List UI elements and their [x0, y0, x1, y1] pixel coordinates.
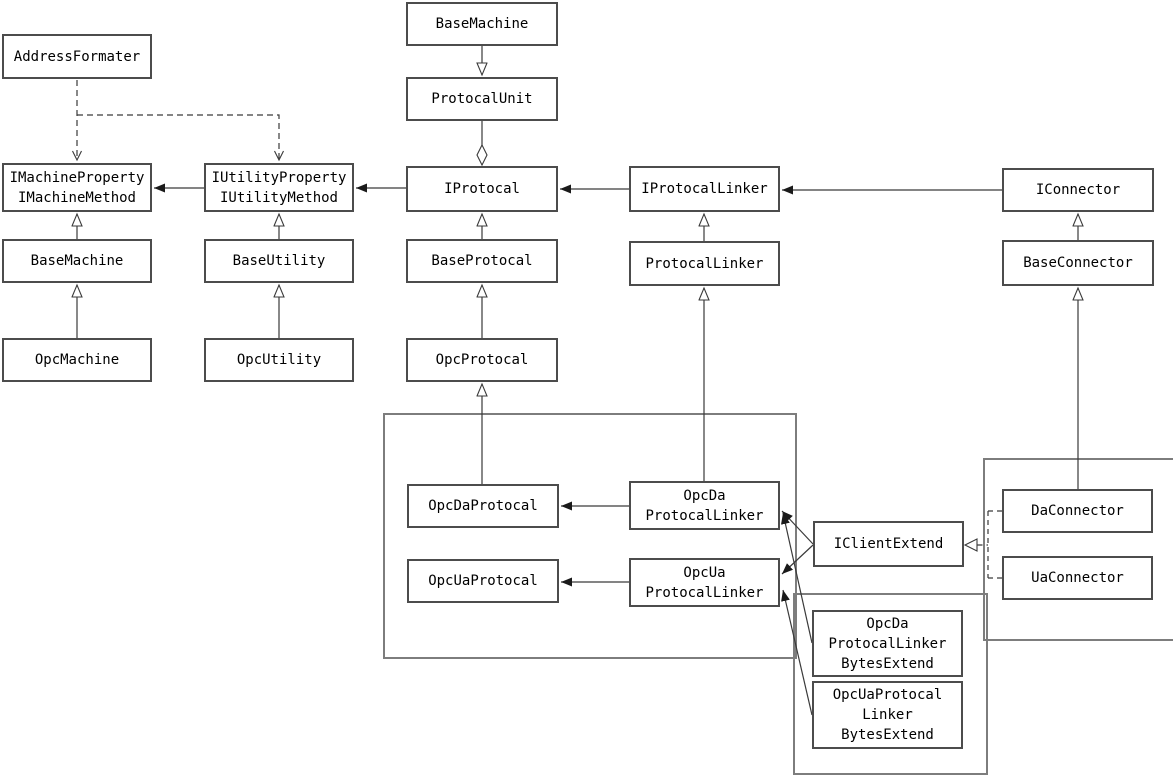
- class-box-basemachine-top: BaseMachine: [406, 2, 558, 46]
- class-box-baseutility: BaseUtility: [204, 239, 354, 283]
- class-box-opcdaprotocal: OpcDaProtocal: [407, 484, 559, 528]
- class-box-protocallinker: ProtocalLinker: [629, 241, 780, 286]
- class-box-imachineproperty-imachinemethod: IMachineProperty IMachineMethod: [2, 163, 152, 212]
- class-box-opcuaprotocal-linker-bytesextend: OpcUaProtocal Linker BytesExtend: [812, 681, 963, 749]
- class-box-iprotocallinker: IProtocalLinker: [629, 166, 780, 212]
- class-box-opcutility: OpcUtility: [204, 338, 354, 382]
- class-box-baseconnector: BaseConnector: [1002, 240, 1154, 286]
- class-box-protocalunit: ProtocalUnit: [406, 77, 558, 121]
- realization-triangle-iclientextend: [963, 538, 978, 552]
- group-box-opc-protocal-linkers: [383, 413, 797, 659]
- class-box-iutilityproperty-iutilitymethod: IUtilityProperty IUtilityMethod: [204, 163, 354, 212]
- group-box-connectors: [983, 458, 1173, 641]
- class-box-opcprotocal: OpcProtocal: [406, 338, 558, 382]
- class-box-addressformater: AddressFormater: [2, 34, 152, 79]
- edge-addressformater-to-iutility: [77, 114, 284, 162]
- class-box-opcua-protocallinker: OpcUa ProtocalLinker: [629, 558, 780, 607]
- class-box-opcda-protocallinker-bytesextend: OpcDa ProtocalLinker BytesExtend: [812, 610, 963, 677]
- class-box-opcuaprotocal: OpcUaProtocal: [407, 559, 559, 603]
- class-box-uaconnector: UaConnector: [1002, 556, 1153, 600]
- class-box-baseprotocal: BaseProtocal: [406, 239, 558, 283]
- class-box-basemachine-left: BaseMachine: [2, 239, 152, 283]
- class-box-daconnector: DaConnector: [1002, 489, 1153, 533]
- class-box-iprotocal: IProtocal: [406, 166, 558, 212]
- class-box-opcda-protocallinker: OpcDa ProtocalLinker: [629, 481, 780, 530]
- class-box-iclientextend: IClientExtend: [813, 521, 964, 567]
- class-box-iconnector: IConnector: [1002, 168, 1154, 212]
- class-box-opcmachine: OpcMachine: [2, 338, 152, 382]
